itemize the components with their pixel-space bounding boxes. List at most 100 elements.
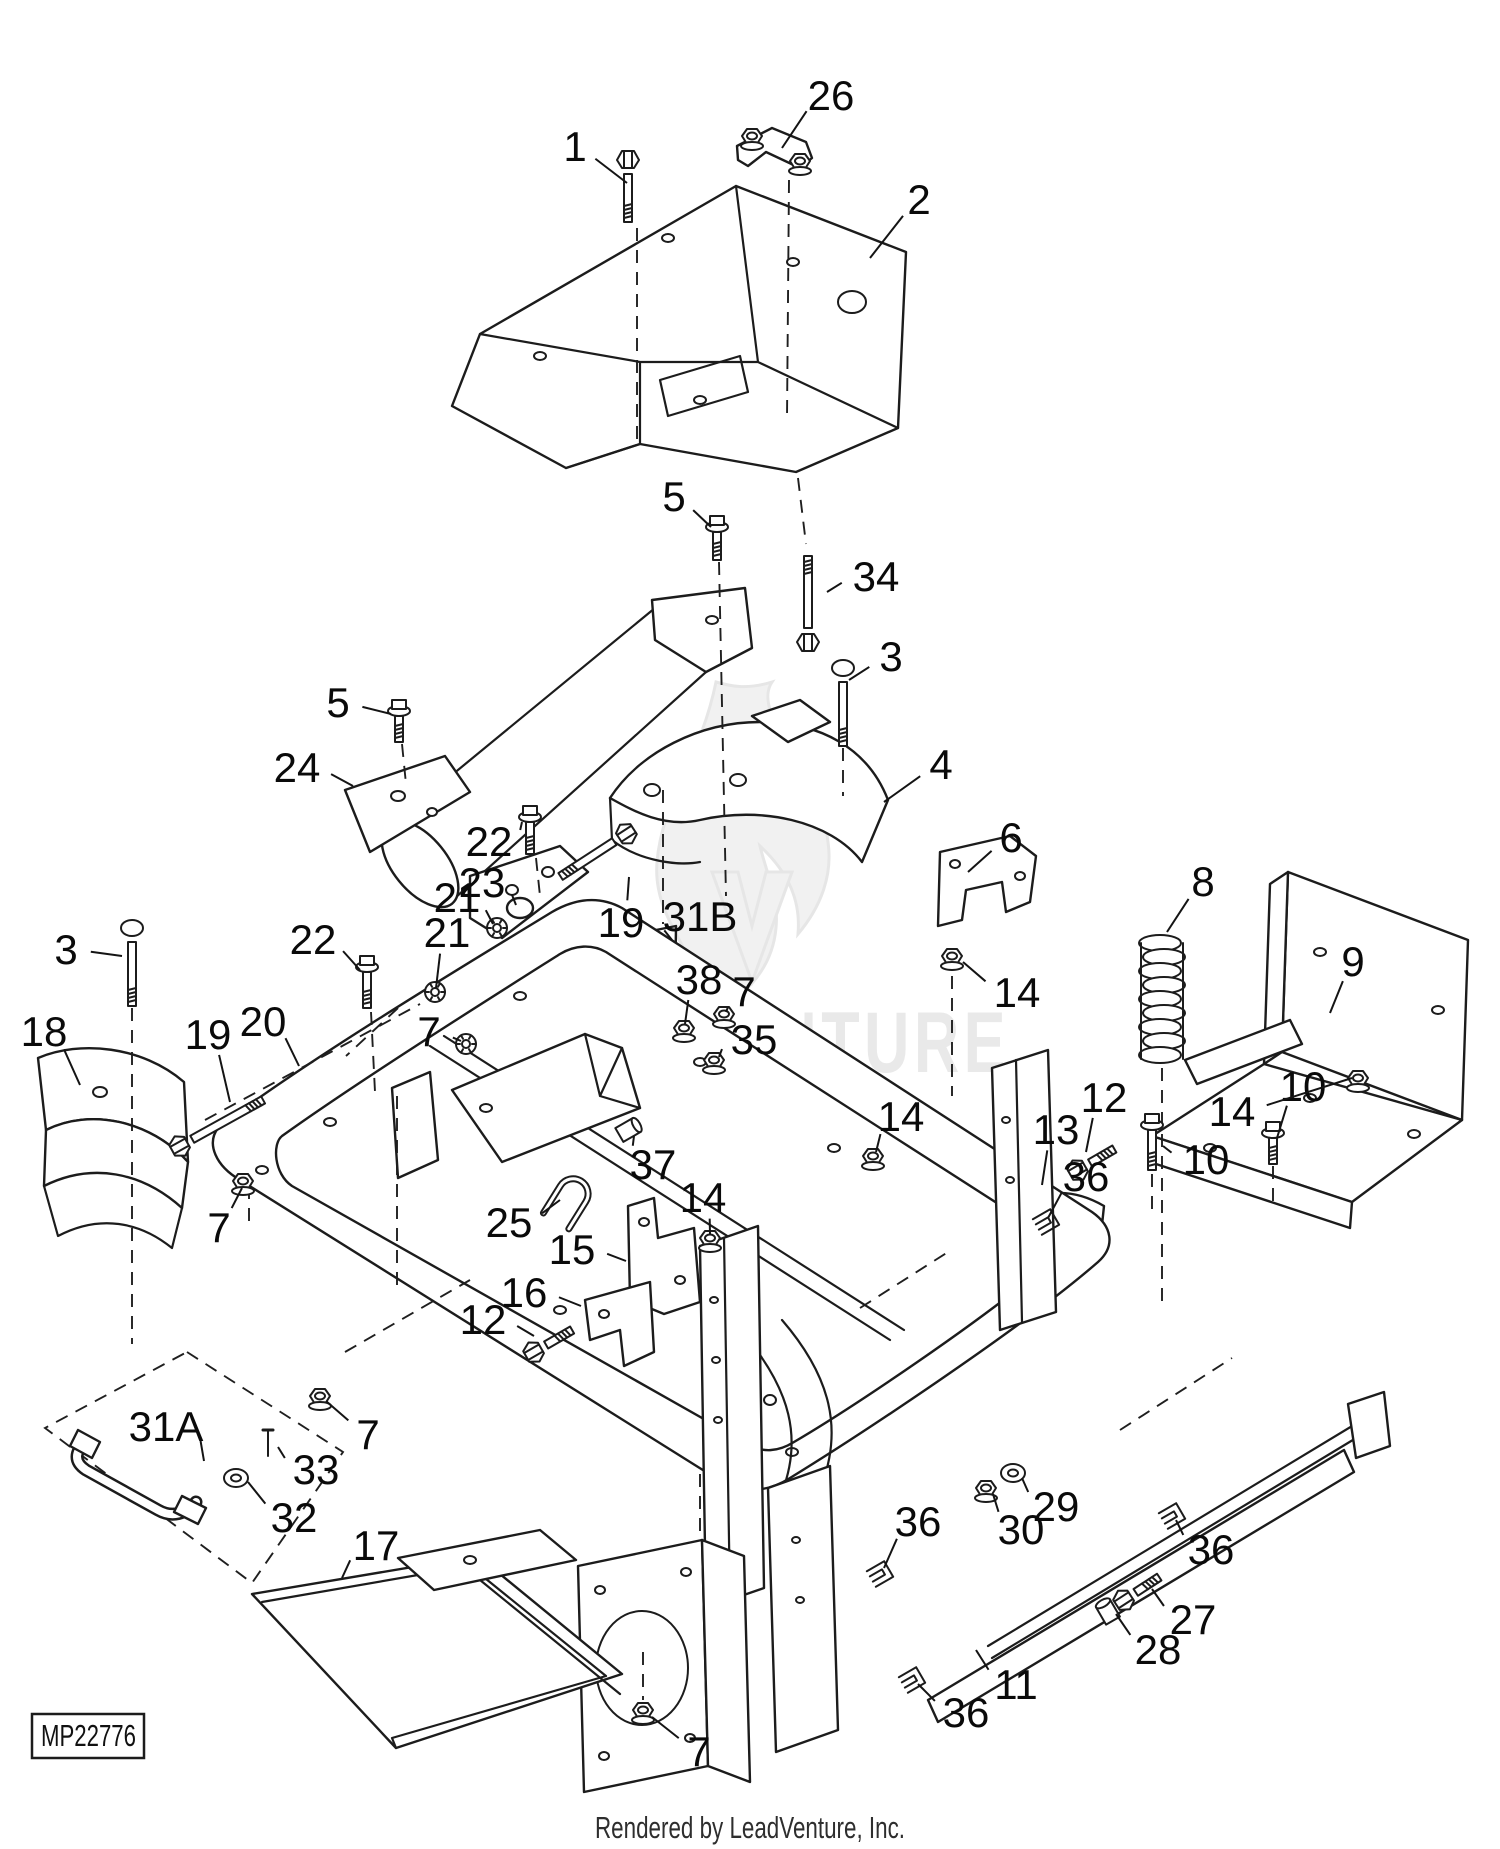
nut-hardware: [712, 1006, 736, 1029]
washer-hardware: [223, 1468, 249, 1488]
callout-7: 7: [356, 1411, 379, 1458]
bracket-part-6: [936, 834, 1038, 928]
callout-29: 29: [1033, 1483, 1080, 1530]
callout-21: 21: [424, 909, 471, 956]
callout-23: 23: [459, 859, 506, 906]
bolt-hardware: [616, 150, 640, 223]
callout-10: 10: [1183, 1136, 1230, 1183]
ubolt-hardware: [539, 1175, 592, 1233]
callout-19: 19: [598, 899, 645, 946]
callout-2: 2: [907, 176, 930, 223]
callout-7: 7: [207, 1204, 230, 1251]
callout-38: 38: [676, 956, 723, 1003]
nut-hardware: [231, 1173, 255, 1196]
callout-9: 9: [1341, 938, 1364, 985]
callout-14: 14: [878, 1093, 925, 1140]
nut-hardware: [698, 1230, 722, 1253]
callout-7: 7: [732, 968, 755, 1015]
washer-hardware: [1000, 1463, 1026, 1483]
screw-hardware: [387, 699, 411, 743]
callout-4: 4: [929, 741, 952, 788]
callout-33: 33: [293, 1446, 340, 1493]
callout-3: 3: [54, 926, 77, 973]
callout-30: 30: [998, 1506, 1045, 1553]
bolt-hardware: [522, 1325, 576, 1363]
callout-36: 36: [895, 1498, 942, 1545]
main-frame-part: [211, 898, 1392, 1794]
bolt-hardware: [168, 1095, 267, 1157]
clip-hardware: [865, 1560, 895, 1588]
carriage-hardware: [831, 659, 855, 747]
callout-7: 7: [687, 1728, 710, 1775]
cylinder-part-24: [343, 586, 754, 909]
watermark-v-icon: [709, 870, 795, 987]
callout-15: 15: [549, 1226, 596, 1273]
clip-hardware: [1031, 1208, 1061, 1236]
screw-hardware: [1140, 1113, 1164, 1171]
image-code-text: MP22776: [41, 1718, 136, 1753]
callout-5: 5: [662, 473, 685, 520]
callout-14: 14: [994, 969, 1041, 1016]
callout-28: 28: [1135, 1626, 1182, 1673]
callout-31B: 31B: [663, 893, 738, 940]
callout-14: 14: [1209, 1088, 1256, 1135]
pin-hardware: [261, 1428, 275, 1457]
callout-35: 35: [731, 1016, 778, 1063]
clip-hardware: [1157, 1502, 1187, 1530]
callout-13: 13: [1033, 1106, 1080, 1153]
clip-hardware: [897, 1666, 927, 1694]
nut-hardware: [308, 1388, 332, 1411]
nut-hardware: [740, 128, 764, 151]
screw-hardware: [1261, 1121, 1285, 1165]
callout-17: 17: [353, 1522, 400, 1569]
nut-hardware: [788, 153, 812, 176]
callout-20: 20: [240, 998, 287, 1045]
callout-22: 22: [290, 916, 337, 963]
bumper-part-18: [36, 1047, 190, 1250]
callout-10: 10: [1280, 1063, 1327, 1110]
bolt-hardware: [796, 555, 820, 652]
nut-hardware: [861, 1148, 885, 1171]
callout-22: 22: [466, 818, 513, 865]
callout-32: 32: [271, 1494, 318, 1541]
callout-31A: 31A: [129, 1403, 204, 1450]
callout-11: 11: [994, 1661, 1038, 1708]
nut-hardware: [631, 1702, 655, 1725]
bushing-hardware: [614, 1116, 643, 1143]
nut-hardware: [702, 1052, 726, 1075]
callout-8: 8: [1191, 858, 1214, 905]
nut-hardware: [672, 1020, 696, 1043]
callout-12: 12: [460, 1296, 507, 1343]
bushing-hardware: [1094, 1597, 1121, 1626]
upper-plate-part-2: [450, 184, 908, 474]
screw-hardware: [355, 955, 379, 1009]
callout-3: 3: [879, 633, 902, 680]
parts-layer: [36, 126, 1470, 1794]
callout-1: 1: [563, 123, 586, 170]
callout-5: 5: [326, 679, 349, 726]
callout-18: 18: [21, 1008, 68, 1055]
screw-hardware: [518, 805, 542, 855]
callout-21: 21: [434, 874, 481, 921]
bolt-hardware: [1112, 1572, 1163, 1611]
image-code-box: MP22776: [30, 1712, 146, 1760]
callout-24: 24: [274, 744, 321, 791]
callout-12: 12: [1081, 1074, 1128, 1121]
engine-mount-box: [576, 1538, 752, 1794]
callout-36: 36: [1063, 1153, 1110, 1200]
callout-25: 25: [486, 1199, 533, 1246]
locknut-hardware: [486, 917, 508, 939]
carriage-hardware: [120, 919, 144, 1007]
callout-37: 37: [630, 1141, 677, 1188]
locknut-hardware: [424, 981, 446, 1003]
assembly-dash-lines: [131, 179, 1274, 1700]
callout-19: 19: [185, 1011, 232, 1058]
hardware-layer: [120, 128, 1370, 1725]
bolt-hardware: [1066, 1144, 1118, 1181]
screw-hardware: [705, 515, 729, 561]
footer-credit: Rendered by LeadVenture, Inc.: [595, 1810, 905, 1845]
tray-part-17: [250, 1528, 624, 1750]
nut-hardware: [940, 948, 964, 971]
callout-34: 34: [853, 553, 900, 600]
callout-16: 16: [501, 1269, 548, 1316]
